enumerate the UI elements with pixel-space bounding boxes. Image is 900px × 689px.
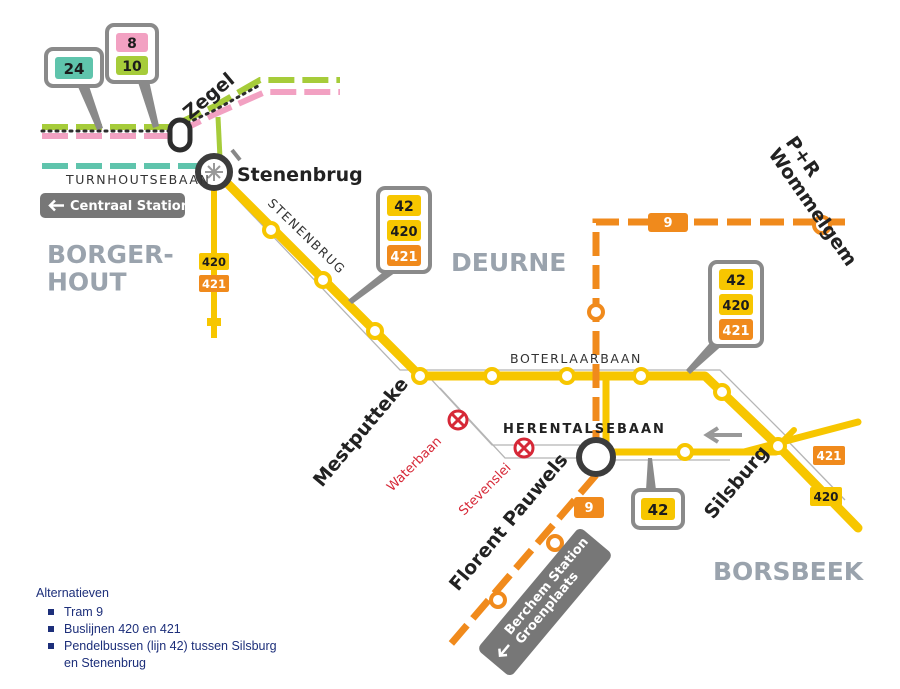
stop-label-stenenbrug: Stenenbrug bbox=[237, 164, 363, 186]
tram-9-line bbox=[447, 218, 845, 648]
closed-stop-waterbaan-icon bbox=[447, 409, 469, 431]
tag-421-east-label: 421 bbox=[816, 449, 841, 463]
arrow-left-icon bbox=[48, 199, 64, 212]
area-label-borgerhout: BORGER-HOUT bbox=[47, 240, 174, 297]
area-label-borsbeek: BORSBEEK bbox=[713, 557, 865, 586]
badge-8-label: 8 bbox=[127, 36, 137, 52]
line-tag-421-east: 421 bbox=[813, 446, 845, 465]
bus-stop-marker bbox=[207, 318, 221, 326]
connector-zegel-stenenbrug bbox=[215, 116, 242, 162]
badge-42-label: 42 bbox=[394, 199, 413, 215]
badge-42-label: 42 bbox=[726, 273, 745, 289]
street-label-turnhoutsebaan: TURNHOUTSEBAAN bbox=[65, 172, 210, 187]
legend: Alternatieven Tram 9 Buslijnen 420 en 42… bbox=[36, 585, 336, 672]
sign-centraal-station: Centraal Station bbox=[40, 193, 190, 218]
direction-arrow bbox=[703, 426, 742, 444]
street-label-boterlaarbaan: BOTERLAARBAAN bbox=[510, 351, 642, 366]
badge-421-label: 421 bbox=[722, 324, 749, 339]
dotted-tram-track bbox=[40, 84, 260, 133]
badge-421-label: 421 bbox=[390, 250, 417, 265]
legend-title: Alternatieven bbox=[36, 586, 109, 600]
line-badge-8-10: 8 10 bbox=[105, 23, 159, 84]
shuttle-42-stops bbox=[262, 221, 787, 461]
line-tag-420-east: 420 bbox=[810, 487, 842, 506]
tram-8-line bbox=[42, 89, 340, 139]
tag-421-west-label: 421 bbox=[202, 277, 226, 291]
street-label-herentalsebaan: HERENTALSEBAAN bbox=[503, 422, 666, 437]
line-badge-42-420-421-stenenbrug: 42 420 421 bbox=[376, 186, 432, 274]
closed-stop-stevenslei-icon bbox=[513, 437, 535, 459]
callout-pointers bbox=[75, 76, 726, 490]
line-badge-42-herentalsebaan: 42 bbox=[631, 488, 685, 530]
legend-item-tram-9: Tram 9 bbox=[36, 604, 336, 621]
closed-stop-label-waterbaan: Waterbaan bbox=[384, 434, 445, 495]
tag-420-east-label: 420 bbox=[813, 490, 838, 504]
tag-420-west-label: 420 bbox=[202, 255, 226, 269]
line-badge-24: 24 bbox=[44, 47, 104, 88]
legend-list: Tram 9 Buslijnen 420 en 421 Pendelbussen… bbox=[36, 604, 336, 672]
zegel-station-marker bbox=[167, 117, 193, 153]
area-label-deurne: DEURNE bbox=[451, 248, 566, 277]
line-tag-420-421-west: 420 421 bbox=[199, 253, 229, 292]
badge-42-label: 42 bbox=[648, 501, 669, 519]
line-tag-9-south: 9 bbox=[574, 497, 604, 518]
sign-centraal-station-label: Centraal Station bbox=[70, 199, 190, 214]
tram-9-stops bbox=[489, 215, 832, 609]
badge-24-label: 24 bbox=[64, 60, 85, 78]
tag-9-north-label: 9 bbox=[663, 216, 672, 231]
tram-10-line bbox=[42, 77, 340, 130]
legend-item-pendelbussen: Pendelbussen (lijn 42) tussen Silsburg e… bbox=[36, 638, 336, 672]
stenenbrug-station-marker bbox=[195, 153, 233, 191]
line-tag-9-north: 9 bbox=[648, 213, 688, 232]
florent-pauwels-station-marker bbox=[576, 437, 616, 477]
badge-420-label: 420 bbox=[722, 299, 749, 314]
arrow-left-icon bbox=[498, 644, 510, 657]
badge-10-label: 10 bbox=[122, 59, 142, 75]
line-badge-42-420-421-boterlaarbaan: 42 420 421 bbox=[708, 260, 764, 348]
badge-420-label: 420 bbox=[390, 225, 417, 240]
stop-label-pr-wommelgem: P+RWommelgem bbox=[764, 132, 879, 270]
tag-9-south-label: 9 bbox=[584, 501, 593, 516]
legend-item-buslijnen: Buslijnen 420 en 421 bbox=[36, 621, 336, 638]
